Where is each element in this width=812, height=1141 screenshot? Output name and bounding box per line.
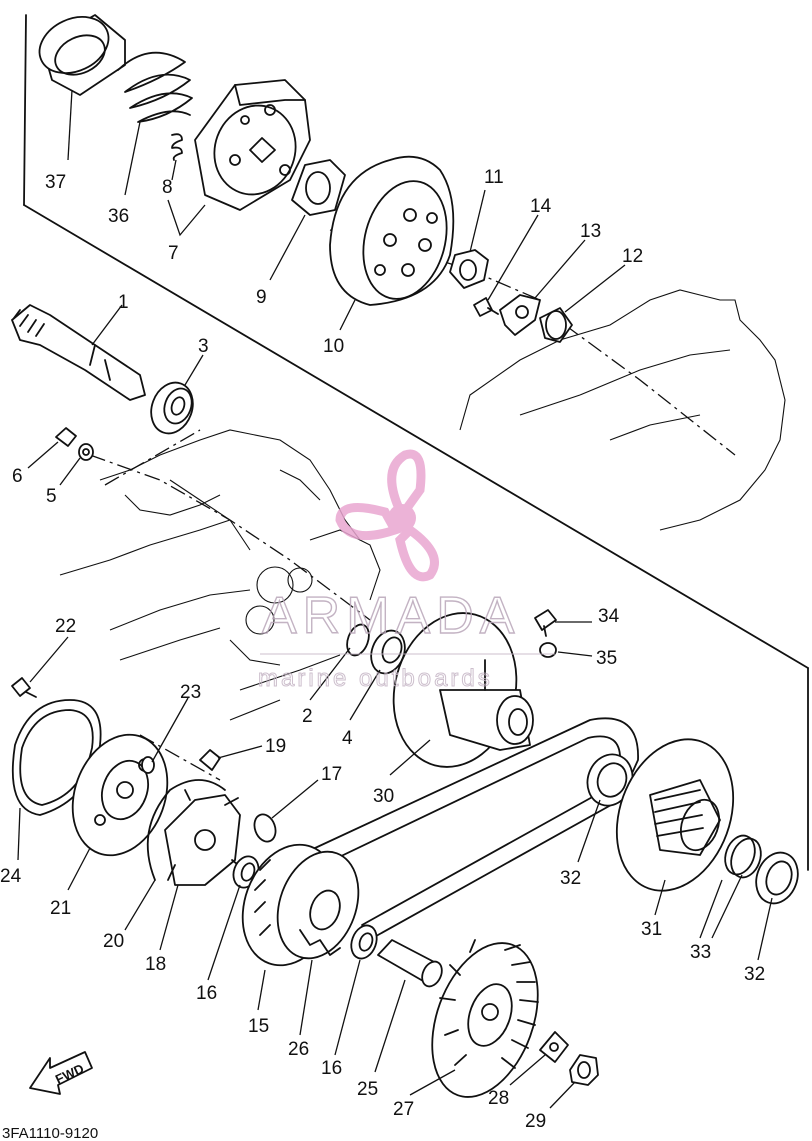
part-31-secondary-sheave [615,738,735,892]
part-3-bearing [150,381,194,435]
part-18-slider-plate [164,789,243,886]
part-label: 33 [690,942,711,963]
part-35-collar [539,642,557,658]
part-12-bearing [539,307,573,343]
part-label: 25 [357,1079,378,1100]
fwd-arrow-icon: FWD [29,1051,93,1095]
part-33-shims [724,834,762,879]
part-label: 17 [321,764,342,785]
part-30-primary-sheave [392,612,534,768]
part-label: 10 [323,336,344,357]
part-label: 29 [525,1111,546,1132]
part-label: 31 [641,919,662,940]
part-label: 5 [46,486,57,507]
part-label: 26 [288,1039,309,1060]
part-label: 28 [488,1088,509,1109]
part-23-fitting [141,756,155,774]
part-label: 20 [103,931,124,952]
part-29-nut [569,1054,599,1086]
part-label: 14 [530,196,552,217]
part-34-bolt [534,609,557,637]
part-11-nut [449,249,489,289]
watermark-name: ARMADA [262,587,520,645]
part-label: 24 [0,866,22,887]
part-label: 18 [145,954,166,975]
part-label: 12 [622,246,643,267]
part-label: 6 [12,466,23,487]
part-label: 9 [256,287,267,308]
part-label: 37 [45,172,66,193]
part-label: 36 [108,206,129,227]
part-label: 23 [180,682,201,703]
part-14-screw [473,297,499,317]
part-label: 11 [484,167,504,188]
part-label: 32 [744,964,765,985]
part-label: 16 [321,1058,342,1079]
part-13-plate [499,294,541,336]
part-25-sleeve [377,939,443,988]
part-24-gasket [11,699,102,816]
part-26-primary-pulley [276,850,360,960]
part-label: 15 [248,1016,269,1037]
part-label: 19 [265,736,286,757]
part-label: 21 [50,898,71,919]
drawing-code: 3FA1110-9120 [2,1125,98,1141]
part-16-collar-right [350,924,378,960]
part-label: 13 [580,221,601,242]
part-label: 7 [168,243,179,264]
part-1-primary-shaft [11,304,146,401]
part-36-spring [117,51,193,123]
part-label: 1 [118,292,129,313]
part-label: 4 [342,728,353,749]
part-number-labels: 37 36 8 7 9 10 11 14 13 12 1 3 6 5 22 23… [0,167,765,1132]
part-label: 27 [393,1099,414,1120]
part-8-small-spring [171,133,183,161]
armada-watermark: ARMADA marine outboards [258,449,555,693]
part-label: 22 [55,616,76,637]
part-2-circlip [346,623,370,657]
part-37-sleeve [38,14,126,96]
part-5-washer [78,443,94,461]
part-label: 34 [598,606,620,627]
propeller-logo-icon [335,449,439,582]
part-19-clip [199,749,221,771]
watermark-tagline: marine outboards [258,665,493,692]
part-20-cam-plate [146,779,226,881]
part-17-weight-roller [253,813,277,843]
part-label: 8 [162,177,173,198]
part-4-bearing [370,629,406,675]
part-label: 2 [302,706,313,727]
part-9-nut [291,159,346,216]
part-label: 30 [373,786,394,807]
part-label: 35 [596,648,617,669]
part-22-bolt [11,677,37,698]
leader-lines [17,89,773,1109]
part-10-clutch-housing [329,155,455,306]
part-7-clutch-carrier [194,79,311,211]
part-21-cover [71,733,169,857]
part-27-fan [431,939,539,1098]
part-6-bolt [55,427,77,447]
part-label: 32 [560,868,581,889]
part-label: 16 [196,983,217,1004]
frame-lines [23,14,809,871]
part-32-oil-seal-lower [755,851,799,905]
part-label: 3 [198,336,209,357]
part-28-washer [539,1031,569,1063]
